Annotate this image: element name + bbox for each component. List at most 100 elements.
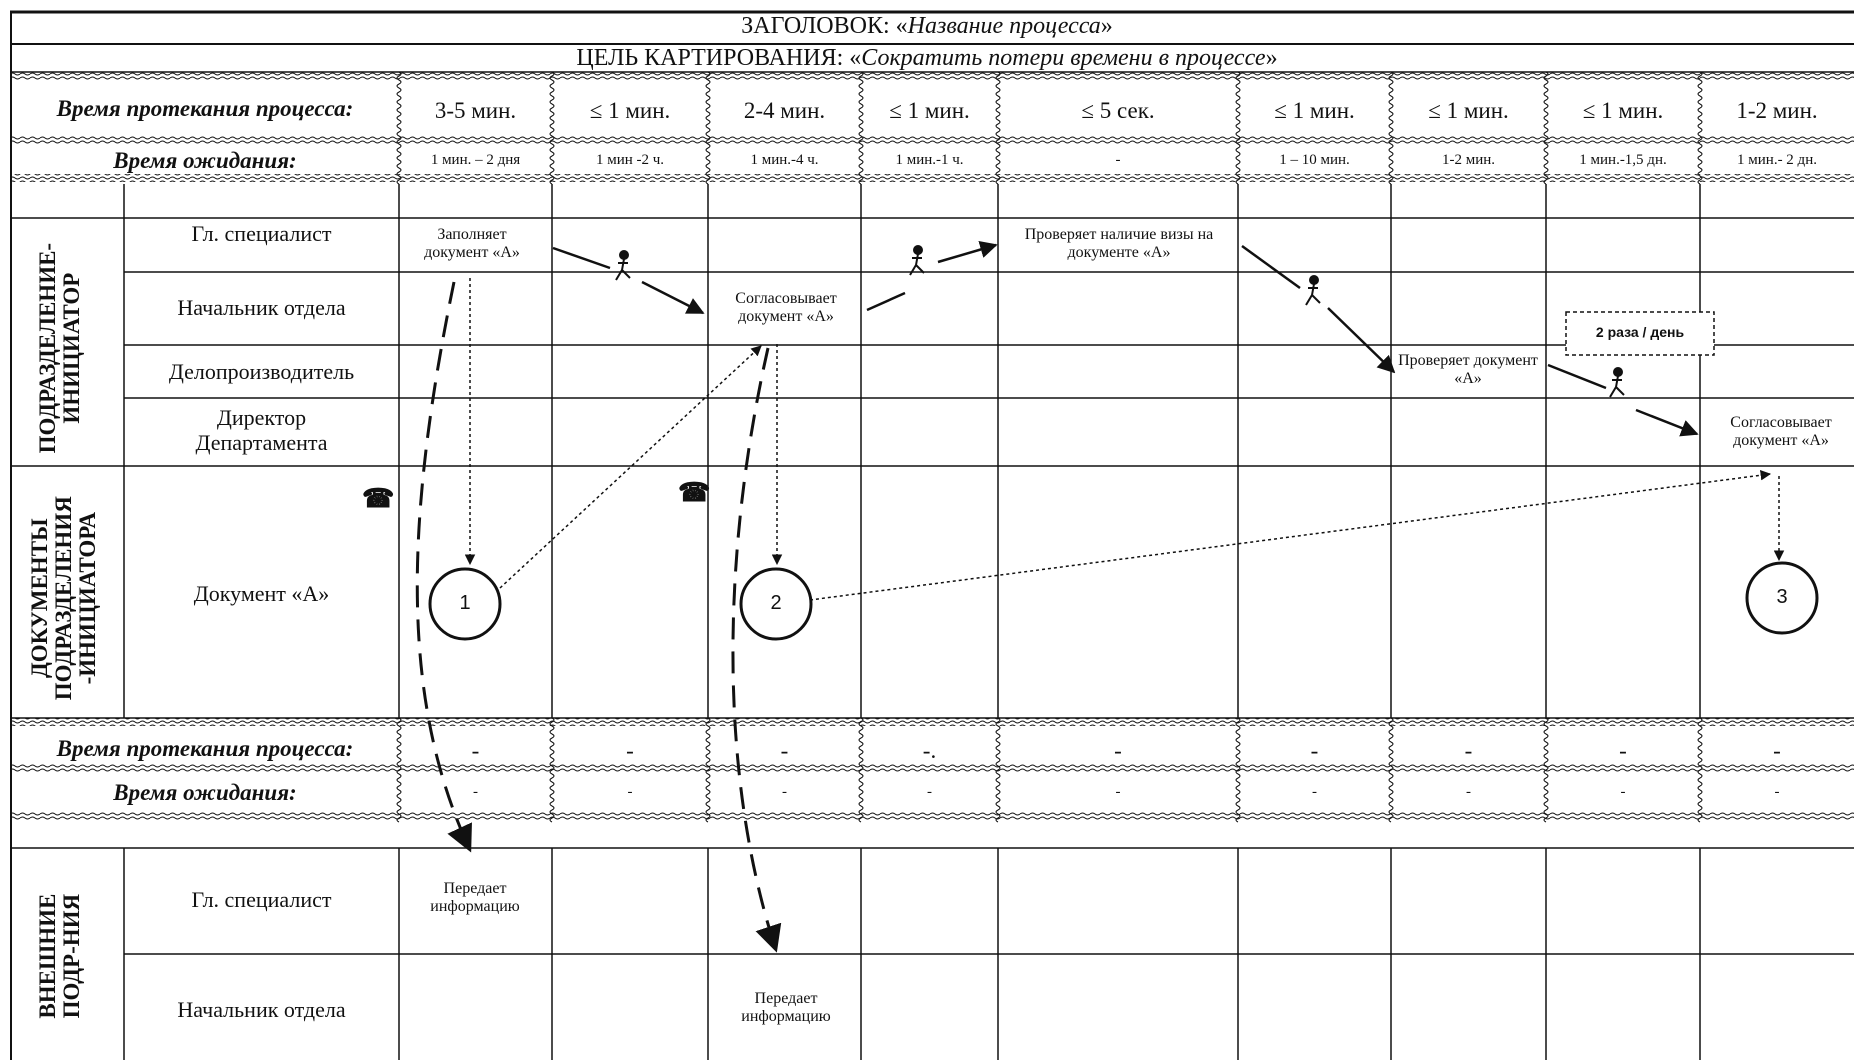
flow-arrow bbox=[937, 241, 998, 264]
process-time-cell: 3-5 мин. bbox=[434, 98, 517, 123]
wait-time-cell: 1 мин.-1 ч. bbox=[895, 152, 964, 168]
wavy-band bbox=[11, 812, 1854, 820]
wavy-separator bbox=[1543, 71, 1549, 185]
page-title: ЗАГОЛОВОК: «Название процесса» bbox=[741, 13, 1113, 39]
wavy-separator bbox=[1697, 71, 1703, 185]
bottom-wait-time-cell: - bbox=[627, 784, 633, 800]
wait-time-cell: 1 – 10 мин. bbox=[1279, 152, 1350, 168]
walking-person-icon bbox=[909, 245, 925, 276]
information-flows bbox=[415, 281, 782, 953]
bottom-process-time-cell: - bbox=[1773, 738, 1781, 763]
wait-time-cell: 1 мин. – 2 дня bbox=[430, 152, 521, 168]
telephone-icon: ☎ bbox=[678, 478, 711, 507]
process-time-cell: ≤ 5 сек. bbox=[1081, 98, 1155, 123]
walking-person-icon bbox=[1609, 367, 1625, 398]
wait-time-cell: 1 мин.-4 ч. bbox=[750, 152, 819, 168]
role-clerk: Делопроизводитель bbox=[168, 359, 355, 384]
wavy-separator bbox=[1697, 717, 1703, 823]
document-number-2: 2 bbox=[770, 592, 782, 614]
section-external: ВНЕШНИЕ ПОДР-НИЯ bbox=[34, 893, 84, 1019]
flow-arrow bbox=[866, 291, 906, 312]
activity-head-approves: Согласовывает документ «А» bbox=[735, 290, 837, 325]
document-number-3: 3 bbox=[1776, 586, 1788, 608]
process-time-cell: 1-2 мин. bbox=[1736, 98, 1818, 123]
wavy-separator bbox=[705, 71, 711, 185]
section-documents: ДОКУМЕНТЫ ПОДРАЗДЕЛЕНИЯ -ИНИЦИАТОРА bbox=[26, 496, 101, 701]
activity-transfers-info-2: Передает информацию bbox=[741, 990, 831, 1025]
wavy-separator bbox=[1388, 71, 1394, 185]
flow-arrow bbox=[1635, 408, 1699, 437]
bottom-wait-time-cell: - bbox=[1466, 784, 1471, 800]
role-document-a: Документ «А» bbox=[193, 581, 330, 606]
telephone-icon: ☎ bbox=[362, 484, 395, 513]
wavy-separator bbox=[995, 717, 1001, 823]
process-time-cell: ≤ 1 мин. bbox=[589, 98, 671, 123]
document-circle-1 bbox=[428, 567, 502, 641]
bottom-process-time-cell: -. bbox=[922, 738, 937, 763]
wait-time-cell: 1 мин.- 2 дн. bbox=[1737, 152, 1817, 168]
wavy-separator bbox=[396, 717, 402, 823]
walking-person-icon bbox=[1305, 275, 1321, 306]
role-ext-chief-specialist: Гл. специалист bbox=[191, 887, 332, 912]
wavy-separator bbox=[1543, 717, 1549, 823]
wavy-separator bbox=[705, 717, 711, 823]
bottom-process-time-cell: - bbox=[626, 738, 634, 763]
wait-time-label: Время ожидания: bbox=[113, 148, 297, 173]
wavy-separator bbox=[858, 71, 864, 185]
wavy-separator bbox=[1388, 717, 1394, 823]
wavy-separator bbox=[549, 717, 555, 823]
bottom-process-time-cell: - bbox=[471, 738, 480, 763]
bottom-process-time-cell: - bbox=[1464, 738, 1473, 763]
mapping-goal: ЦЕЛЬ КАРТИРОВАНИЯ: «Сократить потери вре… bbox=[576, 45, 1278, 71]
role-ext-dept-head: Начальник отдела bbox=[177, 997, 346, 1022]
swimlane-grid bbox=[10, 184, 1854, 1060]
wavy-separators bbox=[396, 71, 1703, 823]
wavy-separator bbox=[396, 71, 402, 185]
bottom-process-time-cell: - bbox=[1310, 738, 1319, 763]
bottom-process-time-cell: - bbox=[780, 738, 789, 763]
activity-fills-document: Заполняет документ «А» bbox=[424, 226, 520, 261]
activity-transfers-info-1: Передает информацию bbox=[430, 880, 520, 915]
flow-arrow bbox=[552, 246, 611, 270]
wavy-separator bbox=[995, 71, 1001, 185]
walking-person-icon bbox=[615, 250, 631, 281]
bottom-process-time-label: Время протекания процесса: bbox=[56, 736, 354, 761]
frequency-note-box bbox=[1565, 311, 1715, 356]
bottom-process-time-cell: - bbox=[1619, 738, 1627, 763]
process-time-cell: ≤ 1 мин. bbox=[1274, 98, 1355, 123]
activity-checks-visa: Проверяет наличие визы на документе «А» bbox=[1024, 226, 1214, 261]
bottom-wait-time-cell: - bbox=[782, 784, 787, 800]
bottom-wait-time-cell: - bbox=[473, 784, 478, 800]
wait-time-cell: 1 мин.-1,5 дн. bbox=[1579, 152, 1667, 168]
bottom-wait-time-cell: - bbox=[1115, 784, 1121, 800]
wavy-separator bbox=[1235, 71, 1241, 185]
document-circles bbox=[428, 561, 1819, 641]
wait-time-cell: 1 мин -2 ч. bbox=[595, 152, 665, 168]
wavy-separator bbox=[549, 71, 555, 185]
bottom-wait-time-cell: - bbox=[1312, 784, 1317, 800]
document-links bbox=[464, 278, 1785, 601]
flow-arrow bbox=[1327, 307, 1396, 374]
process-time-cell: 2-4 мин. bbox=[743, 98, 826, 123]
wavy-band bbox=[11, 72, 1854, 80]
flow-arrows bbox=[552, 241, 1699, 437]
process-time-cell: ≤ 1 мин. bbox=[1428, 98, 1509, 123]
bottom-wait-time-label: Время ожидания: bbox=[113, 780, 297, 805]
activity-director-approves: Согласовывает документ «А» bbox=[1730, 414, 1832, 449]
activity-clerk-checks: Проверяет документ «А» bbox=[1398, 352, 1538, 387]
role-director: Директор Департамента bbox=[195, 405, 328, 455]
bottom-wait-time-cell: - bbox=[1620, 784, 1626, 800]
process-time-cell: ≤ 1 мин. bbox=[889, 98, 970, 123]
wait-time-cell: 1-2 мин. bbox=[1441, 152, 1496, 168]
frequency-note: 2 раза / день bbox=[1595, 324, 1685, 340]
wavy-separator bbox=[1235, 717, 1241, 823]
document-circle-3 bbox=[1745, 561, 1819, 635]
bottom-process-time-cell: - bbox=[1114, 738, 1122, 763]
document-number-1: 1 bbox=[459, 592, 471, 614]
role-dept-head: Начальник отдела bbox=[177, 295, 346, 320]
bottom-wait-time-cell: - bbox=[927, 784, 932, 800]
flow-arrow bbox=[1241, 244, 1301, 290]
wavy-band bbox=[11, 718, 1854, 726]
wavy-band bbox=[11, 764, 1854, 772]
